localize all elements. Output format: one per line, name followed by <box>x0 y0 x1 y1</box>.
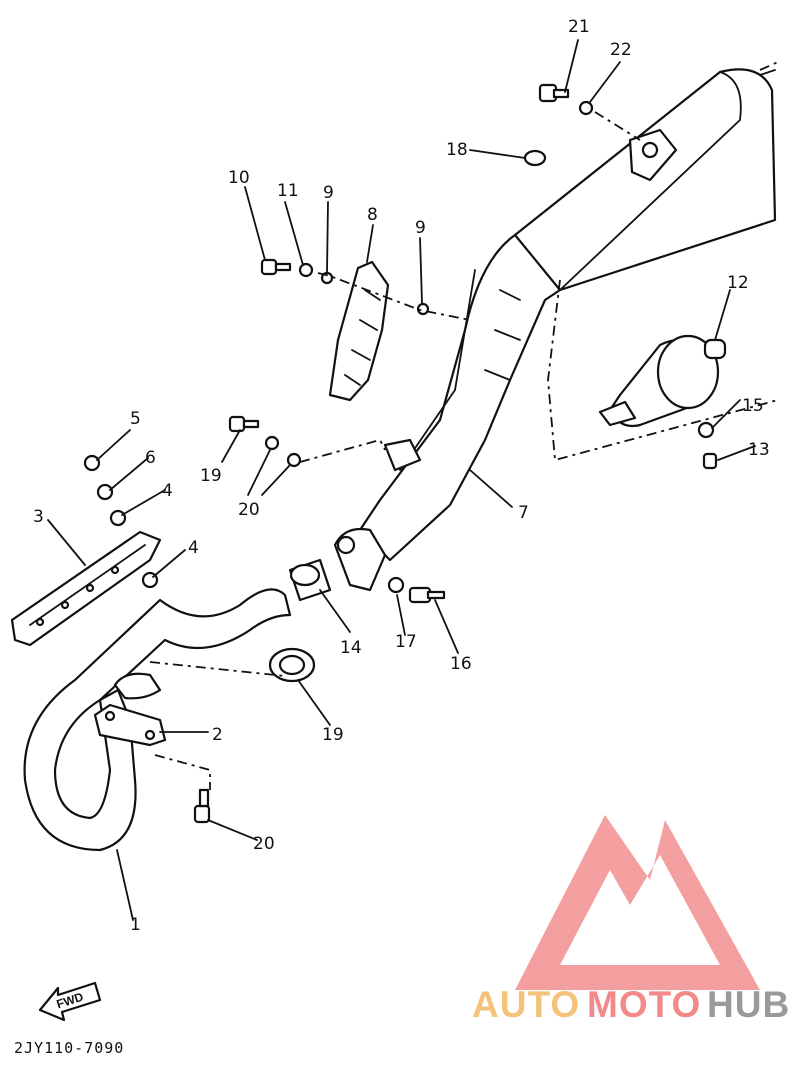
callout-24: 22 <box>610 40 632 60</box>
callout-19: 19 <box>322 725 344 745</box>
callout-18: 18 <box>446 140 468 160</box>
callout-17: 17 <box>395 632 417 652</box>
callout-2: 2 <box>212 725 223 745</box>
callout-5: 5 <box>130 409 141 429</box>
callout-20: 20 <box>253 834 275 854</box>
callout-8: 8 <box>367 205 378 225</box>
callout-11: 11 <box>277 181 299 201</box>
callout-10: 10 <box>228 168 250 188</box>
fasteners <box>83 83 718 824</box>
svg-text:AUTO: AUTO <box>472 984 580 1025</box>
exhaust-pipe <box>23 588 292 852</box>
watermark-logo <box>515 815 760 990</box>
callout-6: 6 <box>145 448 156 468</box>
callout-9a: 9 <box>323 183 334 203</box>
callout-3: 3 <box>33 507 44 527</box>
callout-13: 13 <box>748 440 770 460</box>
end-cap-12 <box>598 334 727 428</box>
callout-1: 1 <box>130 915 141 935</box>
callout-9b: 9 <box>415 218 426 238</box>
callout-15: 14 <box>340 638 362 658</box>
fwd-arrow: FWD <box>38 981 102 1022</box>
callout-22: 20 <box>238 500 260 520</box>
leader-lines <box>47 39 779 921</box>
callout-4a: 4 <box>162 481 173 501</box>
gasket-19 <box>268 647 316 683</box>
callouts: 21 22 18 10 11 9 8 9 12 15 13 5 6 4 3 4 … <box>33 17 770 935</box>
callout-23: 21 <box>568 17 590 37</box>
heat-shield-8 <box>328 260 390 402</box>
watermark-text: AUTO MOTO HUB <box>472 984 790 1025</box>
heat-shield-3 <box>10 530 162 647</box>
svg-text:HUB: HUB <box>707 984 790 1025</box>
svg-text:MOTO: MOTO <box>587 984 701 1025</box>
muffler <box>513 68 777 292</box>
drawing-code: 2JY110-7090 <box>14 1039 124 1057</box>
muffler-pipe <box>333 233 562 592</box>
callout-14: 15 <box>742 396 764 416</box>
callout-7: 7 <box>518 503 529 523</box>
callout-4b: 4 <box>188 538 199 558</box>
callout-21: 19 <box>200 466 222 486</box>
callout-12: 12 <box>727 273 749 293</box>
callout-16: 16 <box>450 654 472 674</box>
gasket-15 <box>288 558 332 602</box>
